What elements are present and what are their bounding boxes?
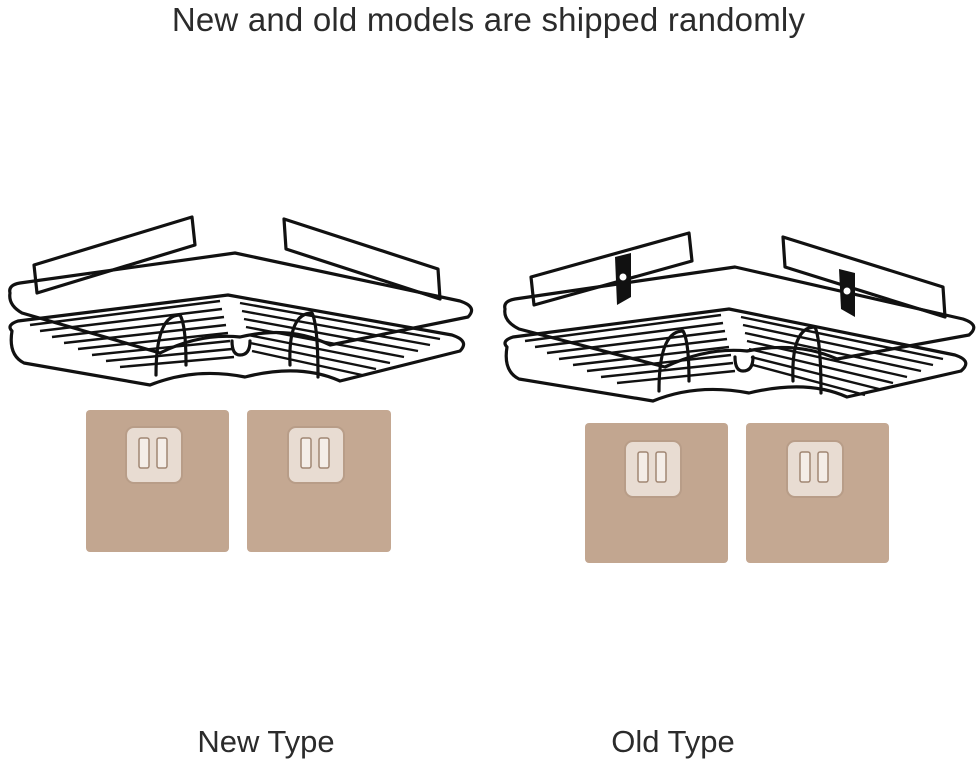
old-type-caption: Old Type [611,724,735,759]
headline: New and old models are shipped randomly [171,1,806,38]
adhesive-pad-icon [585,423,889,563]
corner-shelf-icon [8,215,474,552]
new-type-product [0,205,488,585]
keyhole-bracket-icon [615,253,855,317]
old-type-product [497,205,977,585]
new-type-caption: New Type [197,724,335,759]
adhesive-pad-icon [86,410,391,552]
corner-shelf-icon [503,231,976,563]
